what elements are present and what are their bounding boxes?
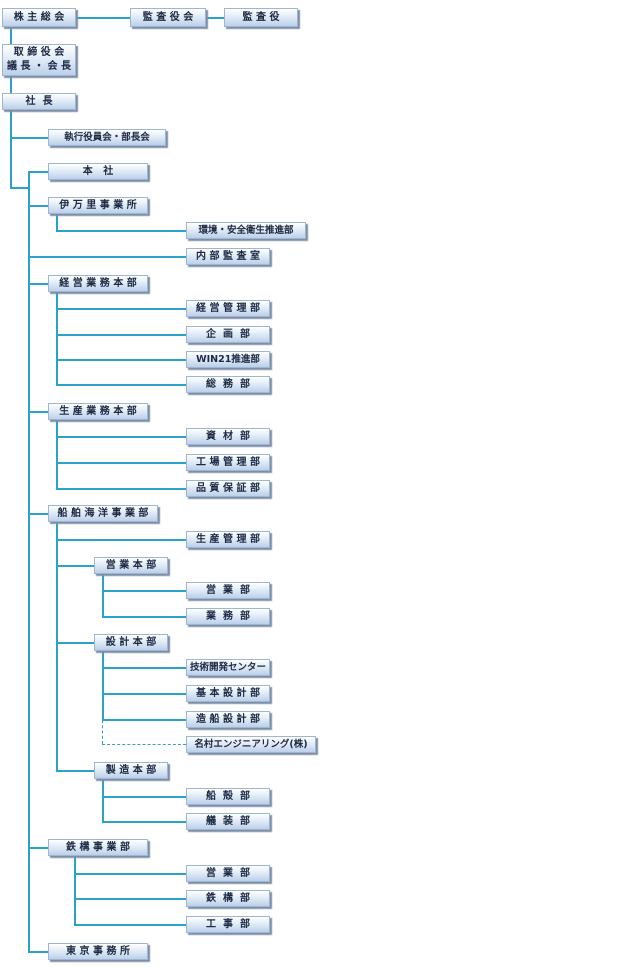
- connector: [102, 719, 186, 721]
- connector: [56, 291, 58, 385]
- connector: [28, 847, 48, 849]
- box-mgmt-hq: 経 営 業 務 本 部: [48, 275, 148, 292]
- box-head-office: 本 社: [48, 163, 148, 180]
- connector: [10, 137, 48, 139]
- box-planning: 企 画 部: [186, 326, 270, 343]
- connector: [10, 76, 12, 94]
- box-design-hq: 設 計 本 部: [94, 634, 168, 651]
- connector: [74, 924, 186, 926]
- connector: [10, 187, 30, 189]
- connector: [74, 898, 186, 900]
- connector: [28, 171, 30, 952]
- connector-dashed: [102, 720, 103, 744]
- connector: [56, 565, 94, 567]
- box-mfg-hq: 製 造 本 部: [94, 762, 168, 779]
- connector: [76, 17, 130, 19]
- box-steel-div: 鉄 構 事 業 部: [48, 839, 148, 856]
- box-auditors-board: 監 査 役 会: [130, 8, 206, 27]
- connector: [102, 590, 186, 592]
- box-hull: 船 殻 部: [186, 788, 270, 805]
- connector: [102, 821, 186, 823]
- connector: [28, 951, 48, 953]
- box-mgmt-control: 経 営 管 理 部: [186, 300, 270, 317]
- box-board: 取 締 役 会 議 長 ・ 会 長: [2, 44, 76, 76]
- box-business: 業 務 部: [186, 608, 270, 625]
- connector: [28, 205, 48, 207]
- box-materials: 資 材 部: [186, 428, 270, 445]
- connector: [56, 230, 186, 232]
- box-construction: 工 事 部: [186, 916, 270, 933]
- box-win21: WIN21推進部: [186, 351, 270, 368]
- connector: [56, 642, 94, 644]
- box-factory-mgmt: 工 場 管 理 部: [186, 454, 270, 471]
- box-prod-hq: 生 産 業 務 本 部: [48, 403, 148, 420]
- box-prod-mgmt: 生 産 管 理 部: [186, 531, 270, 548]
- box-nakamura: 名村エンジニアリング(株): [186, 736, 316, 753]
- connector: [56, 384, 186, 386]
- box-quality: 品 質 保 証 部: [186, 480, 270, 497]
- box-imari: 伊 万 里 事 業 所: [48, 197, 148, 214]
- box-shareholders: 株 主 総 会: [2, 8, 76, 27]
- box-steel-struct: 鉄 構 部: [186, 890, 270, 907]
- box-general-affairs: 総 務 部: [186, 376, 270, 393]
- connector: [74, 855, 76, 925]
- connector: [102, 650, 104, 720]
- box-auditor: 監 査 役: [224, 8, 298, 27]
- box-tokyo: 東 京 事 務 所: [48, 943, 148, 960]
- box-exec-committee: 執行役員会・部長会: [48, 129, 166, 146]
- connector: [102, 616, 186, 618]
- connector: [28, 171, 48, 173]
- box-env-safety: 環境・安全衛生推進部: [186, 222, 306, 239]
- connector: [56, 334, 186, 336]
- box-internal-audit: 内 部 監 査 室: [186, 248, 270, 265]
- box-sales: 営 業 部: [186, 582, 270, 599]
- connector: [102, 573, 104, 617]
- connector: [10, 27, 12, 45]
- connector: [206, 17, 224, 19]
- box-outfitting: 艤 装 部: [186, 813, 270, 830]
- connector-dashed: [102, 744, 186, 745]
- box-sales-hq: 営 業 本 部: [94, 557, 168, 574]
- connector: [28, 283, 48, 285]
- connector: [56, 521, 58, 771]
- connector: [28, 513, 48, 515]
- box-president: 社 長: [2, 93, 76, 110]
- box-steel-sales: 営 業 部: [186, 865, 270, 882]
- box-marine-div: 船 舶 海 洋 事 業 部: [48, 505, 158, 522]
- connector: [102, 693, 186, 695]
- box-basic-design: 基 本 設 計 部: [186, 685, 270, 702]
- connector: [56, 213, 58, 231]
- connector: [56, 308, 186, 310]
- connector: [102, 667, 186, 669]
- box-tech-dev: 技術開発センター: [186, 659, 270, 676]
- connector: [74, 873, 186, 875]
- connector: [56, 359, 186, 361]
- connector: [28, 256, 186, 258]
- connector: [10, 110, 12, 188]
- connector: [28, 411, 48, 413]
- connector: [56, 770, 94, 772]
- connector: [56, 539, 186, 541]
- connector: [56, 419, 58, 489]
- connector: [102, 796, 186, 798]
- box-ship-design: 造 船 設 計 部: [186, 711, 270, 728]
- connector: [56, 488, 186, 490]
- connector: [56, 462, 186, 464]
- connector: [102, 778, 104, 822]
- connector: [56, 436, 186, 438]
